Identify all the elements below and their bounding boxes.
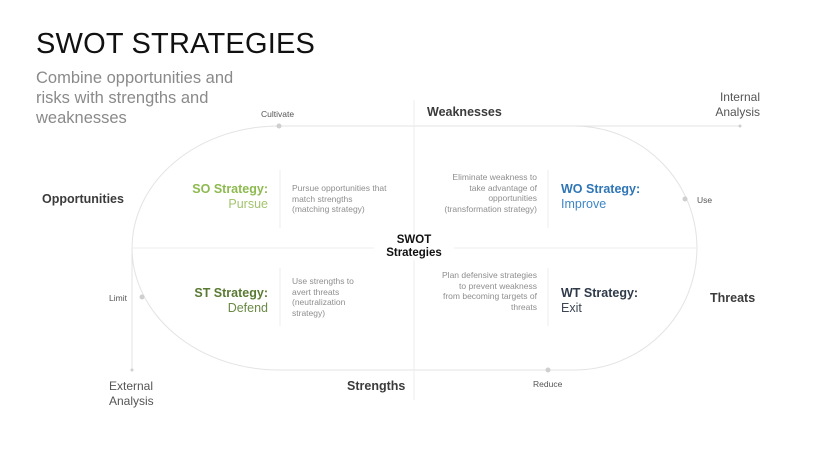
so-strategy-title: SO Strategy:	[192, 182, 268, 196]
threats-label: Threats	[710, 291, 756, 305]
internal-dot	[738, 124, 742, 128]
wt-strategy-title: WT Strategy:	[561, 286, 639, 300]
center-line2: Strategies	[386, 247, 442, 259]
center-line1: SWOT	[396, 234, 432, 246]
external-analysis-label: External Analysis	[109, 379, 154, 408]
internal-analysis-label: Internal Analysis	[715, 90, 760, 119]
opportunities-label: Opportunities	[42, 192, 124, 206]
st-strategy-description: Use strengths to avert threats (neutrali…	[292, 276, 354, 318]
limit-label: Limit	[109, 293, 127, 303]
so-strategy-description: Pursue opportunities that match strength…	[292, 183, 387, 214]
external-dot	[130, 368, 134, 372]
strengths-label: Strengths	[347, 379, 406, 393]
use-label: Use	[697, 195, 713, 205]
wo-strategy: WO Strategy: Improve	[561, 182, 661, 212]
reduce-dot	[545, 367, 551, 373]
reduce-label: Reduce	[533, 379, 563, 389]
weaknesses-label: Weaknesses	[427, 105, 502, 119]
wo-strategy-action: Improve	[561, 197, 607, 211]
wt-strategy-description: Plan defensive strategies to prevent wea…	[442, 270, 537, 312]
wt-strategy: WT Strategy: Exit	[561, 286, 661, 316]
stadium-outline	[131, 125, 698, 371]
wo-strategy-title: WO Strategy:	[561, 182, 641, 196]
wt-strategy-action: Exit	[561, 301, 582, 315]
st-strategy: ST Strategy: Defend	[180, 286, 268, 316]
so-strategy-action: Pursue	[228, 197, 268, 211]
cultivate-label: Cultivate	[261, 109, 295, 119]
wo-strategy-description: Eliminate weakness to take advantage of …	[444, 172, 537, 214]
so-strategy: SO Strategy: Pursue	[180, 182, 268, 212]
st-strategy-action: Defend	[227, 301, 268, 315]
st-strategy-title: ST Strategy:	[194, 286, 268, 300]
page-title: SWOT STRATEGIES	[36, 28, 316, 60]
limit-dot	[139, 294, 145, 300]
page-subtitle: Combine opportunities and risks with str…	[36, 69, 234, 127]
swot-center-label: SWOT Strategies	[374, 234, 454, 260]
cultivate-dot	[276, 123, 282, 129]
use-dot	[682, 196, 688, 202]
